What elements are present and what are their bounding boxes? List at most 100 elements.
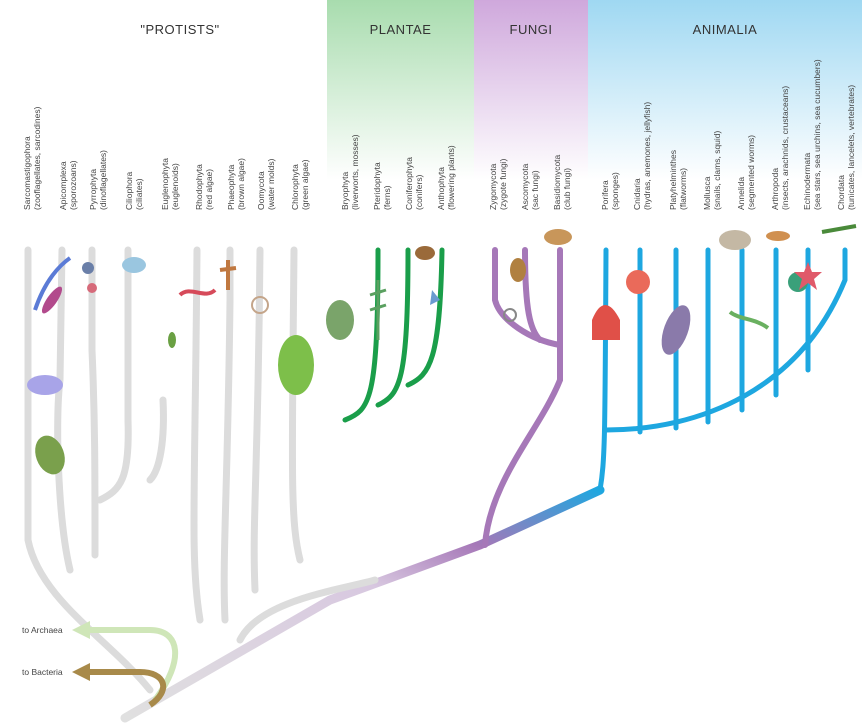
taxon-label: Porifera(sponges): [600, 172, 620, 210]
taxon-common-name: (ferns): [382, 162, 392, 210]
brown-algae-illustration: [220, 260, 236, 290]
taxon-label: Ciliophora(ciliates): [124, 172, 144, 210]
protist-branch-3: [92, 250, 95, 555]
arthropod-illustration: [766, 231, 790, 241]
taxon-label: Pteridophyta(ferns): [372, 162, 392, 210]
taxon-label: Pyrrophyta(dinoflagellates): [88, 150, 108, 210]
taxon-label: Apicomplexa(sporozoans): [58, 160, 78, 210]
protist-branch-6: [194, 250, 200, 620]
taxon-name: Arthropoda: [770, 168, 780, 210]
taxon-common-name: (sac fungi): [530, 164, 540, 210]
taxon-label: Annelida(segmented worms): [736, 135, 756, 210]
dinoflagellate-illustration-2: [87, 283, 97, 293]
taxon-common-name: (flowering plants): [446, 145, 456, 210]
taxon-name: Echinodermata: [802, 153, 812, 210]
taxon-common-name: (sponges): [610, 172, 620, 210]
taxon-name: Basidiomycota: [552, 155, 562, 210]
taxon-label: Echinodermata(sea stars, sea urchins, se…: [802, 59, 822, 210]
taxon-name: Euglenophyta: [160, 158, 170, 210]
plantae-branch-conifers: [378, 250, 408, 405]
euglenoid-illustration: [30, 431, 70, 478]
taxon-name: Ascomycota: [520, 164, 530, 210]
taxon-name: Zygomycota: [488, 164, 498, 210]
protist-branch-7: [224, 250, 230, 620]
vertebrate-illustration: [822, 226, 856, 232]
conifer-cone-illustration: [415, 246, 435, 260]
taxon-common-name: (ciliates): [134, 172, 144, 210]
taxon-name: Anthophyta: [436, 167, 446, 210]
taxon-common-name: (snails, clams, squid): [712, 131, 722, 210]
taxon-label: Mollusca(snails, clams, squid): [702, 131, 722, 210]
taxon-common-name: (segmented worms): [746, 135, 756, 210]
taxon-name: Sarcomastigophora: [22, 136, 32, 210]
taxon-common-name: (zygote fungi): [498, 159, 508, 211]
taxon-name: Cnidaria: [632, 178, 642, 210]
taxon-name: Ciliophora: [124, 172, 134, 210]
taxon-label: Zygomycota(zygote fungi): [488, 159, 508, 211]
taxon-common-name: (hydras, anemones, jellyfish): [642, 102, 652, 210]
taxon-name: Coniferophyta: [404, 157, 414, 210]
taxon-name: Pyrrophyta: [88, 169, 98, 210]
taxon-name: Bryophyta: [340, 172, 350, 210]
taxon-label: Euglenophyta(euglenoids): [160, 158, 180, 210]
taxon-name: Apicomplexa: [58, 161, 68, 210]
taxon-label: Cnidaria(hydras, anemones, jellyfish): [632, 102, 652, 210]
taxon-label: Bryophyta(liverworts, mosses): [340, 134, 360, 210]
taxon-common-name: (dinoflagellates): [98, 150, 108, 210]
taxon-label: Ascomycota(sac fungi): [520, 164, 540, 210]
fern-illustration: [370, 280, 386, 340]
taxon-common-name: (liverworts, mosses): [350, 134, 360, 210]
taxon-name: Chordata: [836, 175, 846, 210]
bacteria-arrowhead: [72, 663, 90, 681]
taxon-common-name: (sporozoans): [68, 160, 78, 210]
taxon-common-name: (water molds): [266, 159, 276, 210]
taxon-label: Chordata(tunicates, lancelets, vertebrat…: [836, 85, 856, 210]
taxon-name: Mollusca: [702, 176, 712, 210]
archaea-label: to Archaea: [22, 625, 63, 635]
mushroom-illustration: [544, 229, 572, 245]
taxon-common-name: (sea stars, sea urchins, sea cucumbers): [812, 59, 822, 210]
red-algae-illustration: [180, 290, 215, 295]
taxon-label: Arthropoda(insects, arachnids, crustacea…: [770, 86, 790, 210]
protist-branch-9: [292, 250, 300, 560]
sponge-illustration: [592, 305, 620, 340]
taxon-name: Phaeophyta: [226, 165, 236, 210]
animalia-stem: [600, 250, 606, 490]
sarcodine-illustration: [27, 375, 63, 395]
taxon-common-name: (brown algae): [236, 158, 246, 210]
flatworm-illustration: [656, 301, 696, 358]
taxon-common-name: (insects, arachnids, crustaceans): [780, 86, 790, 210]
anemone-illustration: [626, 270, 650, 294]
taxon-label: Chlorophyta(green algae): [290, 159, 310, 210]
protist-branch-2: [58, 250, 70, 570]
protist-branch-5: [150, 400, 163, 480]
taxon-common-name: (tunicates, lancelets, vertebrates): [846, 85, 856, 210]
taxon-name: Platyhelminthes: [668, 150, 678, 210]
taxon-name: Porifera: [600, 180, 610, 210]
taxon-name: Annelida: [736, 177, 746, 210]
taxon-common-name: (conifers): [414, 157, 424, 210]
taxon-common-name: (green algae): [300, 159, 310, 210]
taxon-label: Phaeophyta(brown algae): [226, 158, 246, 210]
taxon-label: Sarcomastigophora(zooflagellates, sarcod…: [22, 107, 42, 210]
protist-branch-4: [100, 250, 128, 500]
annelid-illustration: [730, 312, 768, 328]
dinoflagellate-illustration: [82, 262, 94, 274]
taxon-name: Chlorophyta: [290, 164, 300, 210]
clam-illustration: [719, 230, 751, 250]
green-algae-illustration: [278, 335, 314, 395]
taxon-label: Oomycota(water molds): [256, 159, 276, 210]
plantae-branch-ferns: [345, 250, 378, 420]
protist-branch-8: [254, 250, 260, 590]
taxon-common-name: (flatworms): [678, 150, 688, 210]
taxon-name: Oomycota: [256, 171, 266, 210]
morel-illustration: [510, 258, 526, 282]
taxon-name: Pteridophyta: [372, 162, 382, 210]
moss-illustration: [326, 300, 354, 340]
taxon-label: Anthophyta(flowering plants): [436, 145, 456, 210]
taxon-name: Rhodophyta: [194, 164, 204, 210]
plantae-branch-flowering: [408, 250, 442, 385]
taxon-label: Basidiomycota(club fungi): [552, 155, 572, 210]
